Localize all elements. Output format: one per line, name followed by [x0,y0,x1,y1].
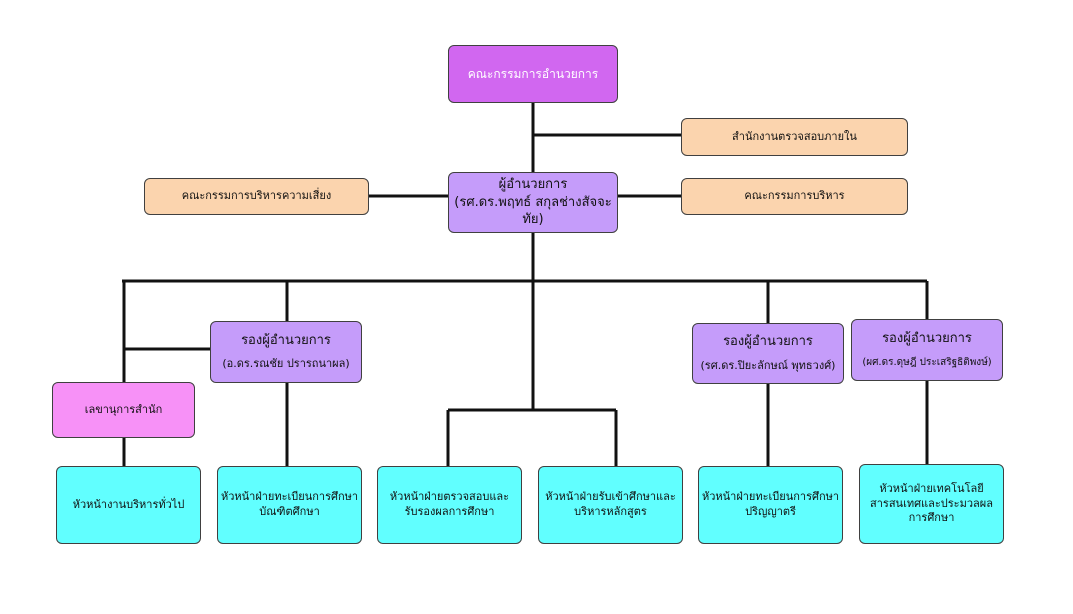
audit-office-node: สำนักงานตรวจสอบภายใน [681,118,908,156]
dept-audit-certification-line-2: รับรองผลการศึกษา [404,505,495,518]
board-label: คณะกรรมการอำนวยการ [467,66,599,81]
dept-it-processing-line-1: หัวหน้าฝ่ายเทคโนโลยี [879,481,984,495]
board-node: คณะกรรมการอำนวยการ [448,45,618,103]
dept-it-processing-line-3: การศึกษา [908,511,955,525]
dept-audit-certification-line-1: หัวหน้าฝ่ายตรวจสอบและ [389,490,510,504]
dept-admission-curriculum-line-2: บริหารหลักสูตร [574,505,647,518]
deputy-director-2-node: รองผู้อำนวยการ (รศ.ดร.ปิยะลักษณ์ พุทธวงศ… [692,323,844,384]
dept-undergraduate-registration-line-1: หัวหน้าฝ่ายทะเบียนการศึกษา [701,490,840,504]
dept-audit-certification-node: หัวหน้าฝ่ายตรวจสอบและ รับรองผลการศึกษา [377,466,522,544]
dept-undergraduate-registration-line-2: ปริญญาตรี [745,505,796,518]
dept-admission-curriculum-line-1: หัวหน้าฝ่ายรับเข้าศึกษาและ [545,490,676,504]
deputy-director-3-node: รองผู้อำนวยการ (ผศ.ดร.ดุษฎี ประเสริฐธิติ… [851,319,1003,381]
risk-committee-label: คณะกรรมการบริหารความเสี่ยง [181,189,332,203]
secretary-label: เลขานุการสำนัก [84,402,163,416]
director-title: ผู้อำนวยการ [498,177,568,193]
dept-it-processing-node: หัวหน้าฝ่ายเทคโนโลยี สารสนเทศและประมวลผล… [859,464,1004,544]
dept-general-admin-node: หัวหน้างานบริหารทั่วไป [56,466,201,544]
deputy-2-name: (รศ.ดร.ปิยะลักษณ์ พุทธวงศ์) [700,358,836,372]
dept-it-processing-line-2: สารสนเทศและประมวลผล [870,496,993,510]
director-name: (รศ.ดร.พฤทธ์ สกุลช่างสัจจะทัย) [454,194,612,228]
dept-general-admin-line-1: หัวหน้างานบริหารทั่วไป [72,497,185,511]
exec-committee-node: คณะกรรมการบริหาร [681,178,908,215]
deputy-1-title: รองผู้อำนวยการ [241,332,331,348]
dept-graduate-registration-line-1: หัวหน้าฝ่ายทะเบียนการศึกษา [220,490,359,504]
dept-graduate-registration-line-2: บัณฑิตศึกษา [259,505,320,518]
director-node: ผู้อำนวยการ (รศ.ดร.พฤทธ์ สกุลช่างสัจจะทั… [448,172,618,233]
secretary-node: เลขานุการสำนัก [52,382,195,438]
deputy-3-title: รองผู้อำนวยการ [882,331,972,347]
deputy-3-name: (ผศ.ดร.ดุษฎี ประเสริฐธิติพงษ์) [862,357,992,369]
deputy-2-title: รองผู้อำนวยการ [723,334,813,350]
dept-admission-curriculum-node: หัวหน้าฝ่ายรับเข้าศึกษาและ บริหารหลักสูต… [538,466,683,544]
audit-office-label: สำนักงานตรวจสอบภายใน [732,129,857,143]
deputy-1-name: (อ.ดร.รณชัย ปรารถนาผล) [222,357,350,371]
exec-committee-label: คณะกรรมการบริหาร [744,189,845,203]
risk-committee-node: คณะกรรมการบริหารความเสี่ยง [144,178,369,215]
dept-graduate-registration-node: หัวหน้าฝ่ายทะเบียนการศึกษา บัณฑิตศึกษา [217,466,362,544]
deputy-director-1-node: รองผู้อำนวยการ (อ.ดร.รณชัย ปรารถนาผล) [210,321,362,383]
dept-undergraduate-registration-node: หัวหน้าฝ่ายทะเบียนการศึกษา ปริญญาตรี [698,466,843,544]
